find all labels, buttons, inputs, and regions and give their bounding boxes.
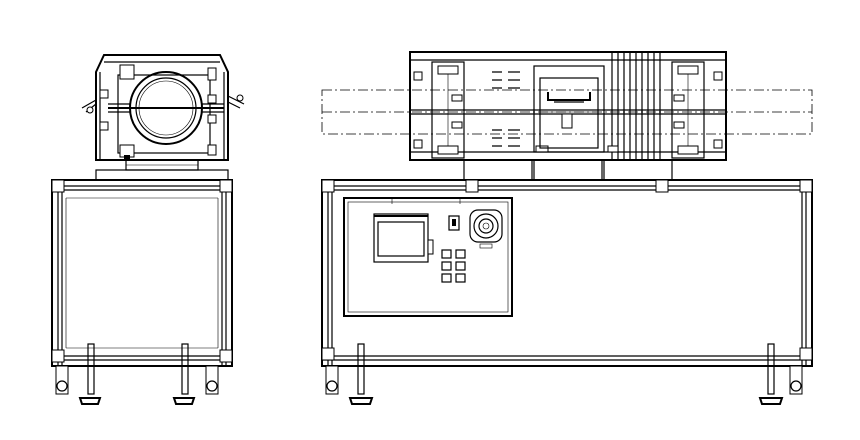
panel-button-4 bbox=[455, 261, 466, 271]
front-furnace-body bbox=[409, 51, 727, 181]
panel-button-6 bbox=[455, 273, 466, 283]
front-feet bbox=[325, 343, 803, 405]
front-frame bbox=[321, 179, 813, 367]
panel-button-2 bbox=[455, 249, 466, 259]
side-view bbox=[51, 54, 245, 405]
side-feet bbox=[55, 343, 219, 405]
panel-button-3 bbox=[441, 261, 452, 271]
control-panel bbox=[343, 197, 513, 317]
panel-button-5 bbox=[441, 273, 452, 283]
emergency-stop-button bbox=[469, 209, 503, 249]
front-view bbox=[321, 51, 813, 405]
side-tube-circle bbox=[108, 71, 224, 145]
side-clamps bbox=[81, 64, 245, 161]
button-grid bbox=[441, 249, 466, 283]
side-frame bbox=[51, 179, 233, 367]
panel-button-1 bbox=[441, 249, 452, 259]
side-furnace-body bbox=[95, 54, 229, 181]
hmi-screen bbox=[373, 213, 429, 263]
key-switch bbox=[448, 215, 460, 231]
front-tube bbox=[321, 89, 813, 135]
